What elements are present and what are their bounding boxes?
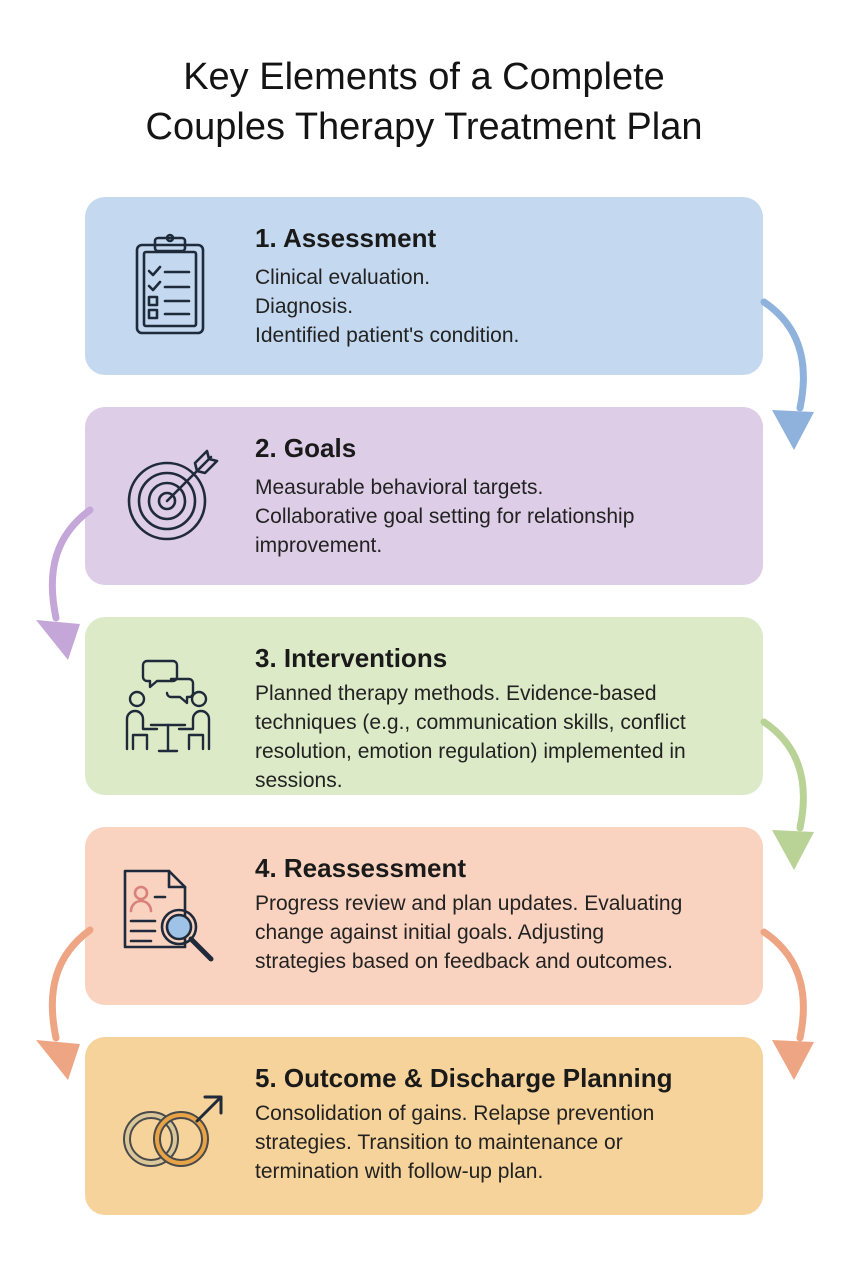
description-line: Progress review and plan updates. Evalua…	[255, 892, 683, 915]
description-line: termination with follow-up plan.	[255, 1160, 544, 1183]
flow-arrow-2-to-3	[36, 506, 94, 660]
description-line: Consolidation of gains. Relapse preventi…	[255, 1102, 655, 1125]
step-description: Planned therapy methods. Evidence-based …	[255, 679, 745, 795]
step-card-goals: 2. Goals Measurable behavioral targets. …	[85, 407, 763, 585]
step-card-assessment: 1. Assessment Clinical evaluation. Diagn…	[85, 197, 763, 375]
target-arrow-icon	[115, 441, 225, 551]
interlocking-rings-icon	[115, 1071, 225, 1181]
clipboard-checklist-icon	[115, 231, 225, 341]
step-description: Clinical evaluation. Diagnosis. Identifi…	[255, 263, 745, 350]
step-heading: 4. Reassessment	[255, 853, 467, 883]
step-card-interventions: 3. Interventions Planned therapy methods…	[85, 617, 763, 795]
description-line: techniques (e.g., communication skills, …	[255, 711, 686, 734]
step-heading: 5. Outcome & Discharge Planning	[255, 1063, 673, 1093]
description-line: Measurable behavioral targets.	[255, 476, 544, 499]
step-card-outcome-discharge: 5. Outcome & Discharge Planning Consolid…	[85, 1037, 763, 1215]
step-heading: 2. Goals	[255, 433, 357, 463]
couple-talking-icon	[115, 651, 225, 761]
description-line: strategies. Transition to maintenance or	[255, 1131, 623, 1154]
description-line: Clinical evaluation.	[255, 266, 431, 289]
description-line: resolution, emotion regulation) implemen…	[255, 740, 686, 763]
flow-arrow-3-to-4	[760, 718, 814, 870]
flow-arrow-1-to-2	[760, 298, 814, 450]
description-line: strategies based on feedback and outcome…	[255, 950, 673, 973]
description-line: Diagnosis.	[255, 295, 354, 318]
description-line: Collaborative goal setting for relations…	[255, 505, 635, 528]
step-card-reassessment: 4. Reassessment Progress review and plan…	[85, 827, 763, 1005]
description-line: Planned therapy methods. Evidence-based	[255, 682, 657, 705]
step-heading: 3. Interventions	[255, 643, 448, 673]
title-line-1: Key Elements of a Complete	[183, 56, 665, 98]
step-heading: 1. Assessment	[255, 223, 437, 253]
page-title: Key Elements of a Complete Couples Thera…	[0, 52, 848, 152]
description-line: change against initial goals. Adjusting	[255, 921, 605, 944]
description-line: sessions.	[255, 769, 343, 792]
step-description: Consolidation of gains. Relapse preventi…	[255, 1099, 745, 1186]
flow-arrow-4-to-5-left	[36, 926, 94, 1080]
description-line: improvement.	[255, 534, 383, 557]
title-line-2: Couples Therapy Treatment Plan	[145, 106, 703, 148]
flow-arrow-4-to-5-right	[760, 928, 814, 1080]
step-description: Measurable behavioral targets. Collabora…	[255, 473, 745, 560]
step-description: Progress review and plan updates. Evalua…	[255, 889, 745, 976]
document-magnifier-icon	[115, 861, 225, 971]
description-line: Identified patient's condition.	[255, 324, 520, 347]
